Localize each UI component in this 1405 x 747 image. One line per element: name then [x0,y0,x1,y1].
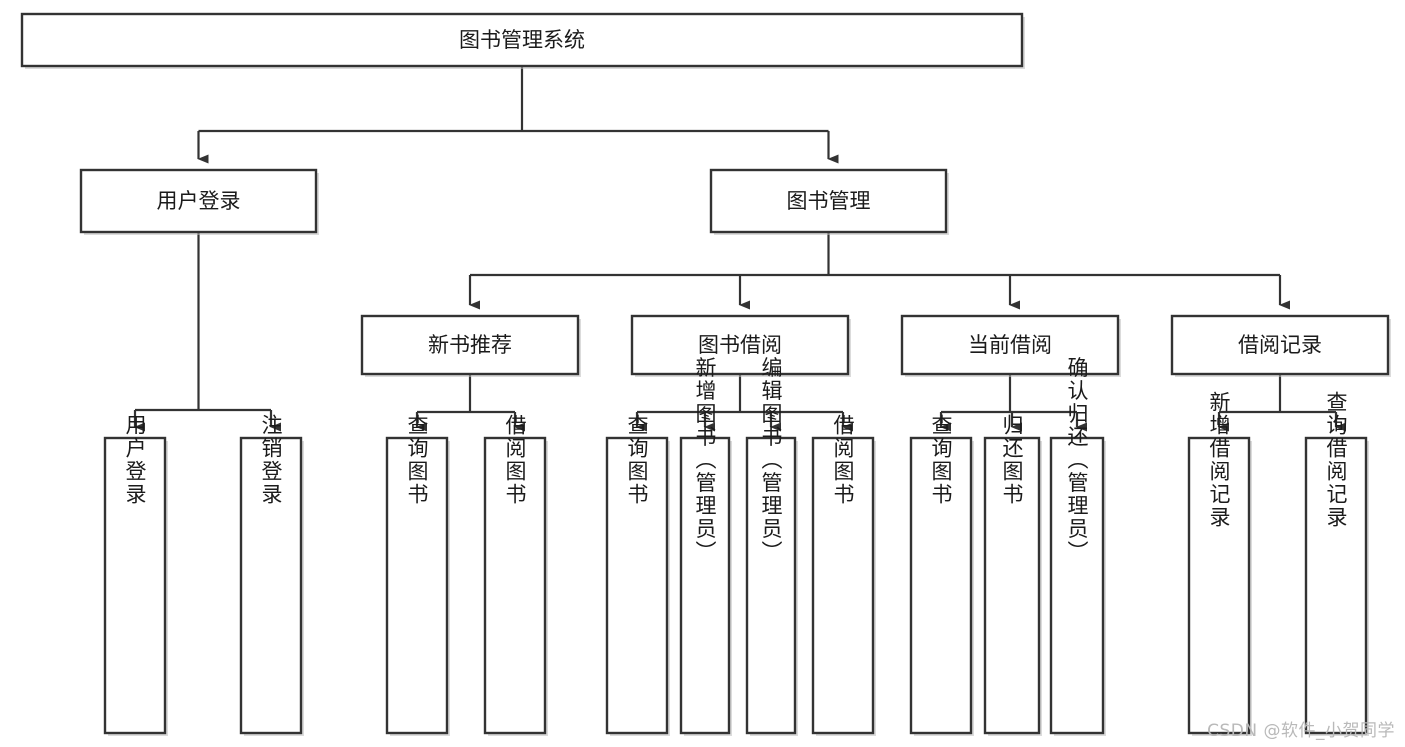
node-label: 查询图书 [405,414,429,506]
node-layer: 图书管理系统用户登录图书管理新书推荐图书借阅当前借阅借阅记录用户登录注销登录查询… [20,12,1391,737]
node-leaf-8[interactable]: 查询图书 [909,414,974,736]
node-leaf-12[interactable]: 查询借阅记录 [1304,391,1369,736]
node-rect[interactable] [745,436,797,735]
node-leaf-7[interactable]: 借阅图书 [811,414,876,736]
node-level3-2[interactable]: 当前借阅 [900,314,1121,377]
node-rect[interactable] [1170,314,1390,376]
node-rect[interactable] [1049,436,1105,735]
node-rect[interactable] [709,168,948,234]
node-leaf-4[interactable]: 查询图书 [605,414,670,736]
node-label: 查询图书 [625,414,649,506]
node-label: 当前借阅 [968,333,1052,357]
node-rect[interactable] [360,314,580,376]
node-leaf-0[interactable]: 用户登录 [103,414,168,736]
node-rect[interactable] [679,436,731,735]
node-label: 借阅图书 [503,414,527,506]
node-label: 图书管理 [787,189,871,213]
node-level2-0[interactable]: 用户登录 [79,168,319,235]
node-label: 查询借阅记录 [1324,391,1348,529]
node-label: 归还图书 [1000,414,1024,506]
node-rect[interactable] [103,436,167,735]
node-leaf-9[interactable]: 归还图书 [983,414,1042,736]
node-rect[interactable] [630,314,850,376]
node-label: 编辑图书（管理员） [759,357,783,564]
node-rect[interactable] [909,436,973,735]
node-leaf-1[interactable]: 注销登录 [239,414,304,736]
node-leaf-10[interactable]: 确认归还（管理员） [1049,357,1106,737]
connector-layer [133,66,1346,432]
node-rect[interactable] [1304,436,1368,735]
node-rect[interactable] [983,436,1041,735]
node-label: 图书借阅 [698,333,782,357]
node-label: 确认归还（管理员） [1065,357,1089,564]
node-label: 借阅记录 [1238,333,1322,357]
node-rect[interactable] [605,436,669,735]
node-level3-1[interactable]: 图书借阅 [630,314,851,377]
node-rect[interactable] [900,314,1120,376]
node-label: 注销登录 [259,414,283,506]
node-rect[interactable] [79,168,318,234]
node-label: 图书管理系统 [459,28,585,52]
node-label: 新增图书（管理员） [693,357,717,564]
node-label: 用户登录 [157,189,241,213]
node-rect[interactable] [811,436,875,735]
node-rect[interactable] [1187,436,1251,735]
node-leaf-6[interactable]: 编辑图书（管理员） [745,357,798,737]
node-level3-0[interactable]: 新书推荐 [360,314,581,377]
node-leaf-5[interactable]: 新增图书（管理员） [679,357,732,737]
node-rect[interactable] [20,12,1024,68]
node-label: 新书推荐 [428,333,512,357]
node-label: 用户登录 [123,414,147,506]
node-level2-1[interactable]: 图书管理 [709,168,949,235]
node-rect[interactable] [239,436,303,735]
node-root-图书管理系统[interactable]: 图书管理系统 [20,12,1025,69]
node-leaf-3[interactable]: 借阅图书 [483,414,548,736]
node-level3-3[interactable]: 借阅记录 [1170,314,1391,377]
node-rect[interactable] [483,436,547,735]
node-leaf-11[interactable]: 新增借阅记录 [1187,391,1252,736]
node-label: 新增借阅记录 [1207,391,1231,529]
node-leaf-2[interactable]: 查询图书 [385,414,450,736]
node-label: 借阅图书 [831,414,855,506]
node-rect[interactable] [385,436,449,735]
node-label: 查询图书 [929,414,953,506]
watermark-text: CSDN @软件_小贺同学 [1207,721,1395,741]
